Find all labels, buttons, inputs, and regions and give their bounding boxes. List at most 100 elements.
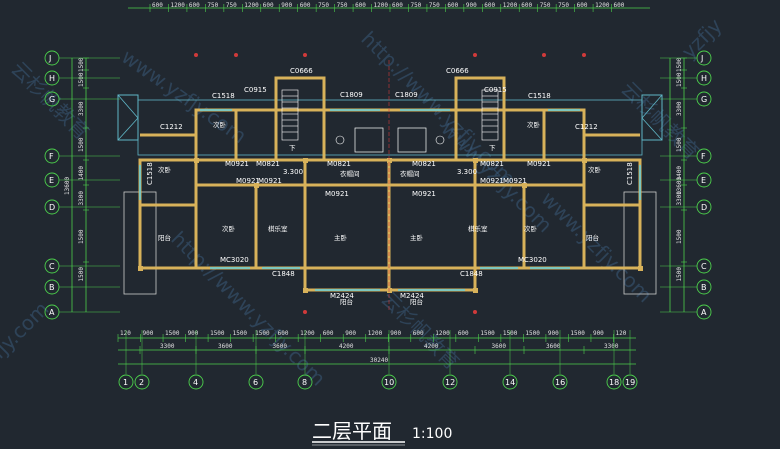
axis-bubble <box>381 374 397 390</box>
window-code: C0915 <box>244 86 267 94</box>
dim-label: 3600 <box>218 343 233 350</box>
dim-label: 120 <box>615 330 626 337</box>
dim-label: 600 <box>413 330 424 337</box>
axis-bubble <box>696 50 712 66</box>
dim-label: 900 <box>281 2 292 9</box>
dim-label: 1400 <box>676 166 683 181</box>
axis-label: G <box>49 95 55 104</box>
window-code: C1809 <box>340 91 363 99</box>
dim-label: 750 <box>410 2 421 9</box>
dim-label: 600 <box>263 2 274 9</box>
left-total-dim: 13600 <box>64 177 71 195</box>
dim-label: 600 <box>392 2 403 9</box>
building-plan <box>117 53 663 314</box>
door-code: M0921 <box>325 190 349 198</box>
dim-label: 750 <box>540 2 551 9</box>
columns <box>138 158 643 293</box>
room-label: 次卧 <box>524 224 538 233</box>
axis-bubble <box>696 279 712 295</box>
axis-label: D <box>49 203 55 212</box>
dim-label: 900 <box>548 330 559 337</box>
axis-bubble <box>44 258 60 274</box>
axis-bubble <box>696 172 712 188</box>
room-label: 次卧 <box>588 165 602 174</box>
dim-label: 1500 <box>676 72 683 87</box>
axis-label: 10 <box>384 378 394 387</box>
door-code: M0821 <box>480 160 504 168</box>
dim-label: 1500 <box>676 137 683 152</box>
drawing-scale: 1:100 <box>412 426 452 442</box>
dim-label: 600 <box>447 2 458 9</box>
axis-bubble <box>44 148 60 164</box>
axis-bubble <box>44 304 60 320</box>
dim-label: 1500 <box>78 137 85 152</box>
axis-label: A <box>701 308 707 317</box>
axis-bubble <box>44 91 60 107</box>
dim-label: 750 <box>207 2 218 9</box>
axis-label: H <box>49 74 55 83</box>
dim-label: 750 <box>558 2 569 9</box>
room-label: 下 <box>489 144 496 152</box>
room-label: 次卧 <box>213 120 227 129</box>
axis-label: 8 <box>302 378 307 387</box>
axis-bubble <box>248 374 264 390</box>
dim-label: 120 <box>120 330 131 337</box>
room-label: 次卧 <box>222 224 236 233</box>
dim-label: 1200 <box>435 330 450 337</box>
dim-label: 600 <box>458 330 469 337</box>
dim-label: 1200 <box>244 2 259 9</box>
dim-label: 1500 <box>676 57 683 72</box>
room-label: 棋乐室 <box>268 224 288 233</box>
dim-label: 1500 <box>78 229 85 244</box>
door-code: M2424 <box>330 292 354 300</box>
window-code: C1212 <box>575 123 598 131</box>
window-code: C0666 <box>446 67 469 75</box>
dim-label: 3300 <box>160 343 175 350</box>
dim-label: 1500 <box>210 330 225 337</box>
axis-bubble <box>696 91 712 107</box>
axis-label: B <box>49 283 55 292</box>
dim-label: 1200 <box>503 2 518 9</box>
bathtub-right <box>397 127 427 153</box>
axis-bubble <box>606 374 622 390</box>
axis-label: 16 <box>555 378 565 387</box>
dim-label: 750 <box>318 2 329 9</box>
dim-label: 3300 <box>78 191 85 206</box>
room-labels: 次卧 次卧 次卧 次卧 次卧 次卧 棋乐室 棋乐室 主卧 主卧 阳台 阳台 阳台… <box>158 120 602 306</box>
opening-codes: C1518 C1518 C1212 C1212 C0915 C0915 C066… <box>146 67 634 300</box>
dim-label: 1500 <box>525 330 540 337</box>
axis-bubble <box>134 374 150 390</box>
axis-label: G <box>701 95 707 104</box>
door-code: M0921 <box>412 190 436 198</box>
axis-label: 14 <box>505 378 515 387</box>
drawing-title: 二层平面 <box>312 419 392 443</box>
dim-label: 900 <box>188 330 199 337</box>
axis-markers <box>194 53 586 314</box>
dim-label: 1500 <box>503 330 518 337</box>
axis-bubble <box>442 374 458 390</box>
dim-label: 1200 <box>595 2 610 9</box>
axis-bubble <box>188 374 204 390</box>
room-label: 下 <box>289 144 296 152</box>
axis-label: 6 <box>253 378 258 387</box>
stairs-left <box>281 89 299 141</box>
axis-bubble <box>502 374 518 390</box>
dim-label: 600 <box>577 2 588 9</box>
axis-bubble <box>552 374 568 390</box>
dim-label: 750 <box>337 2 348 9</box>
axis-label: J <box>48 54 51 63</box>
axis-label: B <box>701 283 707 292</box>
window-code: C1212 <box>160 123 183 131</box>
window-code: C1518 <box>528 92 551 100</box>
toilet-left <box>335 135 345 145</box>
room-label: 阳台 <box>586 233 599 242</box>
dim-label: 900 <box>390 330 401 337</box>
axis-label: E <box>701 176 706 185</box>
dim-label: 1200 <box>368 330 383 337</box>
axis-label: 2 <box>139 378 144 387</box>
dim-label: 3300 <box>676 191 683 206</box>
